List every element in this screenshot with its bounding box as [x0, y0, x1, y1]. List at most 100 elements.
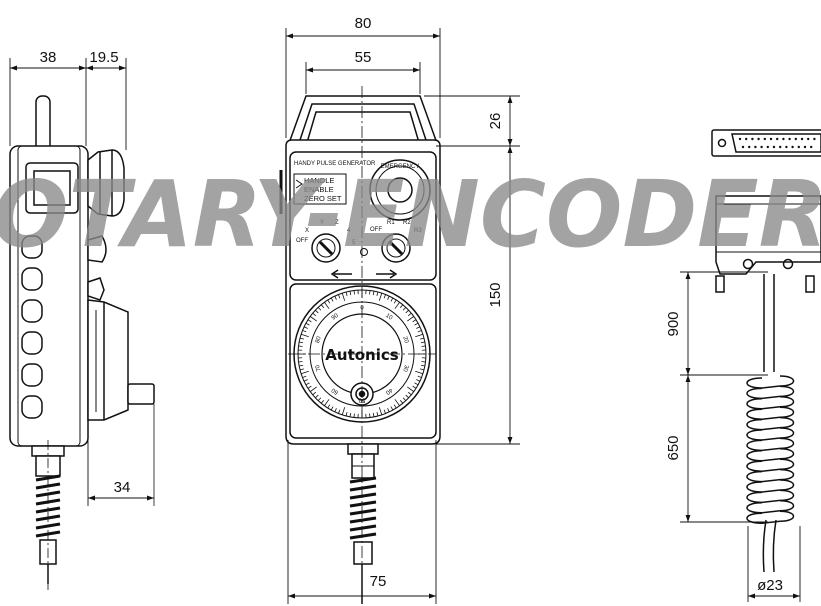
dsub-shell — [731, 133, 821, 153]
connector-pin — [791, 145, 794, 149]
dial-tick — [378, 293, 383, 301]
dial-tick — [417, 375, 422, 378]
dial-tick — [309, 386, 317, 392]
dial-tick — [305, 382, 310, 386]
coil-loop — [746, 458, 795, 472]
dial-tick — [345, 291, 348, 296]
coil-loop — [746, 375, 795, 389]
dial-tick — [369, 413, 371, 418]
dial-tick — [420, 364, 425, 367]
connector-pin — [782, 137, 785, 141]
dim-side-offset: 19.5 — [89, 49, 118, 66]
dial-number: 90 — [331, 312, 340, 321]
dial-tick — [407, 391, 412, 396]
dial-tick — [320, 304, 325, 309]
connector-pin — [766, 145, 769, 149]
dial-tick — [315, 309, 319, 314]
dial-tick — [405, 394, 409, 399]
coil-loop — [746, 500, 795, 514]
axis-label-y: Y — [320, 220, 324, 226]
dial-tick — [383, 294, 386, 299]
status-led — [360, 248, 368, 256]
axis-label-z: Z — [335, 220, 339, 226]
dial-tick — [402, 397, 407, 401]
dial-tick — [317, 307, 322, 311]
connector-pin — [813, 137, 816, 141]
dim-front-dial-width: 75 — [370, 573, 387, 590]
dial-tick — [369, 290, 371, 295]
dial-tick — [334, 295, 337, 300]
dial-tick — [390, 297, 394, 302]
dim-front-inner: 55 — [355, 49, 372, 66]
connector-pin — [810, 145, 813, 149]
dial-tick — [372, 291, 375, 296]
cable-coil — [746, 375, 795, 524]
dial-tick — [420, 337, 425, 340]
dial-tick — [415, 370, 423, 375]
dial-tick — [315, 394, 319, 399]
dial-tick — [312, 391, 317, 396]
axis-label-4: 4 — [347, 228, 351, 234]
dial-tick — [302, 330, 307, 333]
connector-pin — [763, 137, 766, 141]
dial-tick — [387, 408, 390, 413]
coil-loop — [746, 448, 795, 462]
connector-pin — [748, 145, 751, 149]
dim-side-depth: 38 — [40, 49, 57, 66]
dial-tick — [353, 290, 355, 295]
dial-tick — [421, 345, 426, 347]
brand-logo: Autonics — [325, 346, 398, 364]
dial-tick — [320, 399, 325, 404]
connector-pin — [800, 137, 804, 141]
dial-tick — [420, 341, 425, 344]
dial-tick — [299, 341, 304, 344]
dial-tick — [407, 312, 412, 317]
dial-tick — [415, 333, 423, 338]
side-stop-button — [25, 162, 79, 214]
dial-tick — [341, 407, 346, 415]
dial-number: 70 — [315, 363, 323, 372]
dial-number: 10 — [384, 313, 393, 322]
dial-tick — [412, 385, 417, 389]
coil-loop — [746, 479, 795, 493]
ratio-label-r1: R1 — [387, 220, 395, 226]
cable-dimensions — [680, 271, 801, 602]
dim-side-knob: 34 — [114, 479, 131, 496]
dial-tick — [298, 345, 303, 347]
dial-tick — [303, 326, 308, 329]
connector-pin — [757, 137, 760, 141]
front-dimensions — [285, 28, 520, 604]
axis-label-5: 5 — [352, 240, 356, 246]
axis-label-x: X — [305, 228, 309, 234]
dim-cable-straight: 900 — [665, 311, 682, 336]
dial-tick — [303, 379, 308, 382]
dial-tick — [312, 312, 317, 317]
connector-pin — [738, 137, 742, 141]
coil-loop — [746, 396, 795, 410]
connector-pin — [751, 137, 754, 141]
dial-tick — [299, 364, 304, 367]
dial-tick — [417, 330, 422, 333]
dial-tick — [307, 385, 312, 389]
dial-tick — [349, 412, 352, 417]
dial-tick — [301, 333, 309, 338]
dial-tick — [405, 309, 409, 314]
front-center-lines — [288, 86, 436, 604]
dial-tick — [414, 382, 419, 386]
front-spring — [349, 476, 377, 540]
coil-loop — [746, 437, 795, 452]
dial-tick — [349, 291, 352, 296]
dial-tick — [407, 316, 415, 322]
dial-tick — [334, 408, 337, 413]
ratio-label-off: OFF — [370, 227, 382, 233]
enable-line-2: ENABLE — [304, 185, 334, 194]
dial-tick — [383, 409, 386, 414]
dial-tick — [372, 412, 375, 417]
dial-tick — [341, 293, 346, 301]
dial-tick — [330, 297, 334, 302]
dial-tick — [378, 407, 383, 415]
dial-tick — [353, 413, 355, 418]
connector-pin — [803, 145, 807, 149]
connector-pin — [741, 145, 745, 149]
